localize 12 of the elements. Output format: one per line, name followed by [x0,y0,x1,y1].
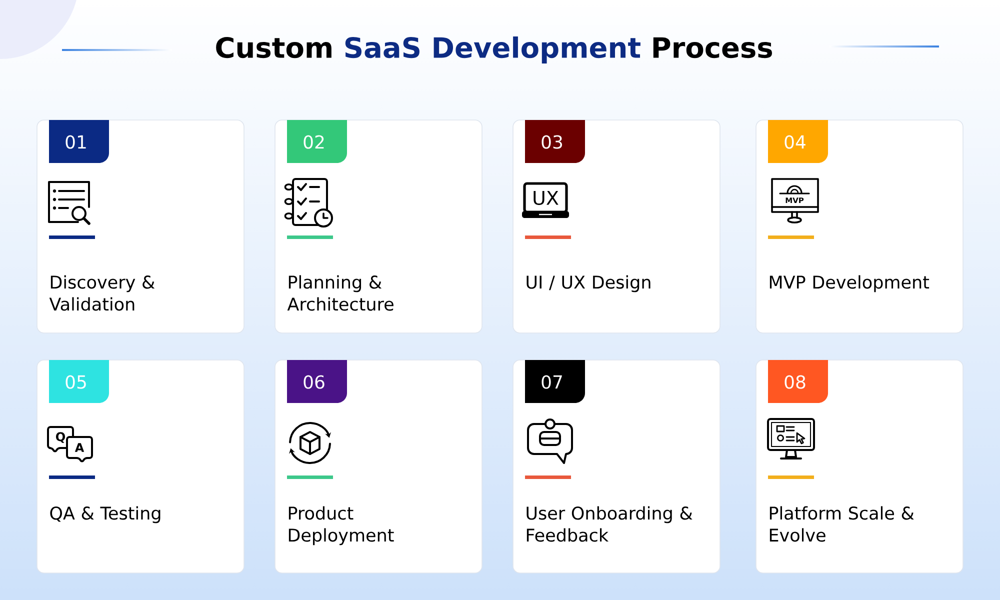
number-badge: 04 [768,120,828,163]
number-badge: 07 [525,360,585,403]
icon-text: A [74,443,84,452]
icon-text: Q [56,432,65,443]
number-badge: 01 [49,120,109,163]
number-badge: 08 [768,360,828,403]
number-badge: 03 [525,120,585,163]
title: Custom SaaS Development Process [216,36,772,64]
number-badge: 02 [287,120,347,163]
icon-text: UX [534,190,558,206]
number-badge: 05 [49,360,109,403]
number-badge: 06 [287,360,347,403]
